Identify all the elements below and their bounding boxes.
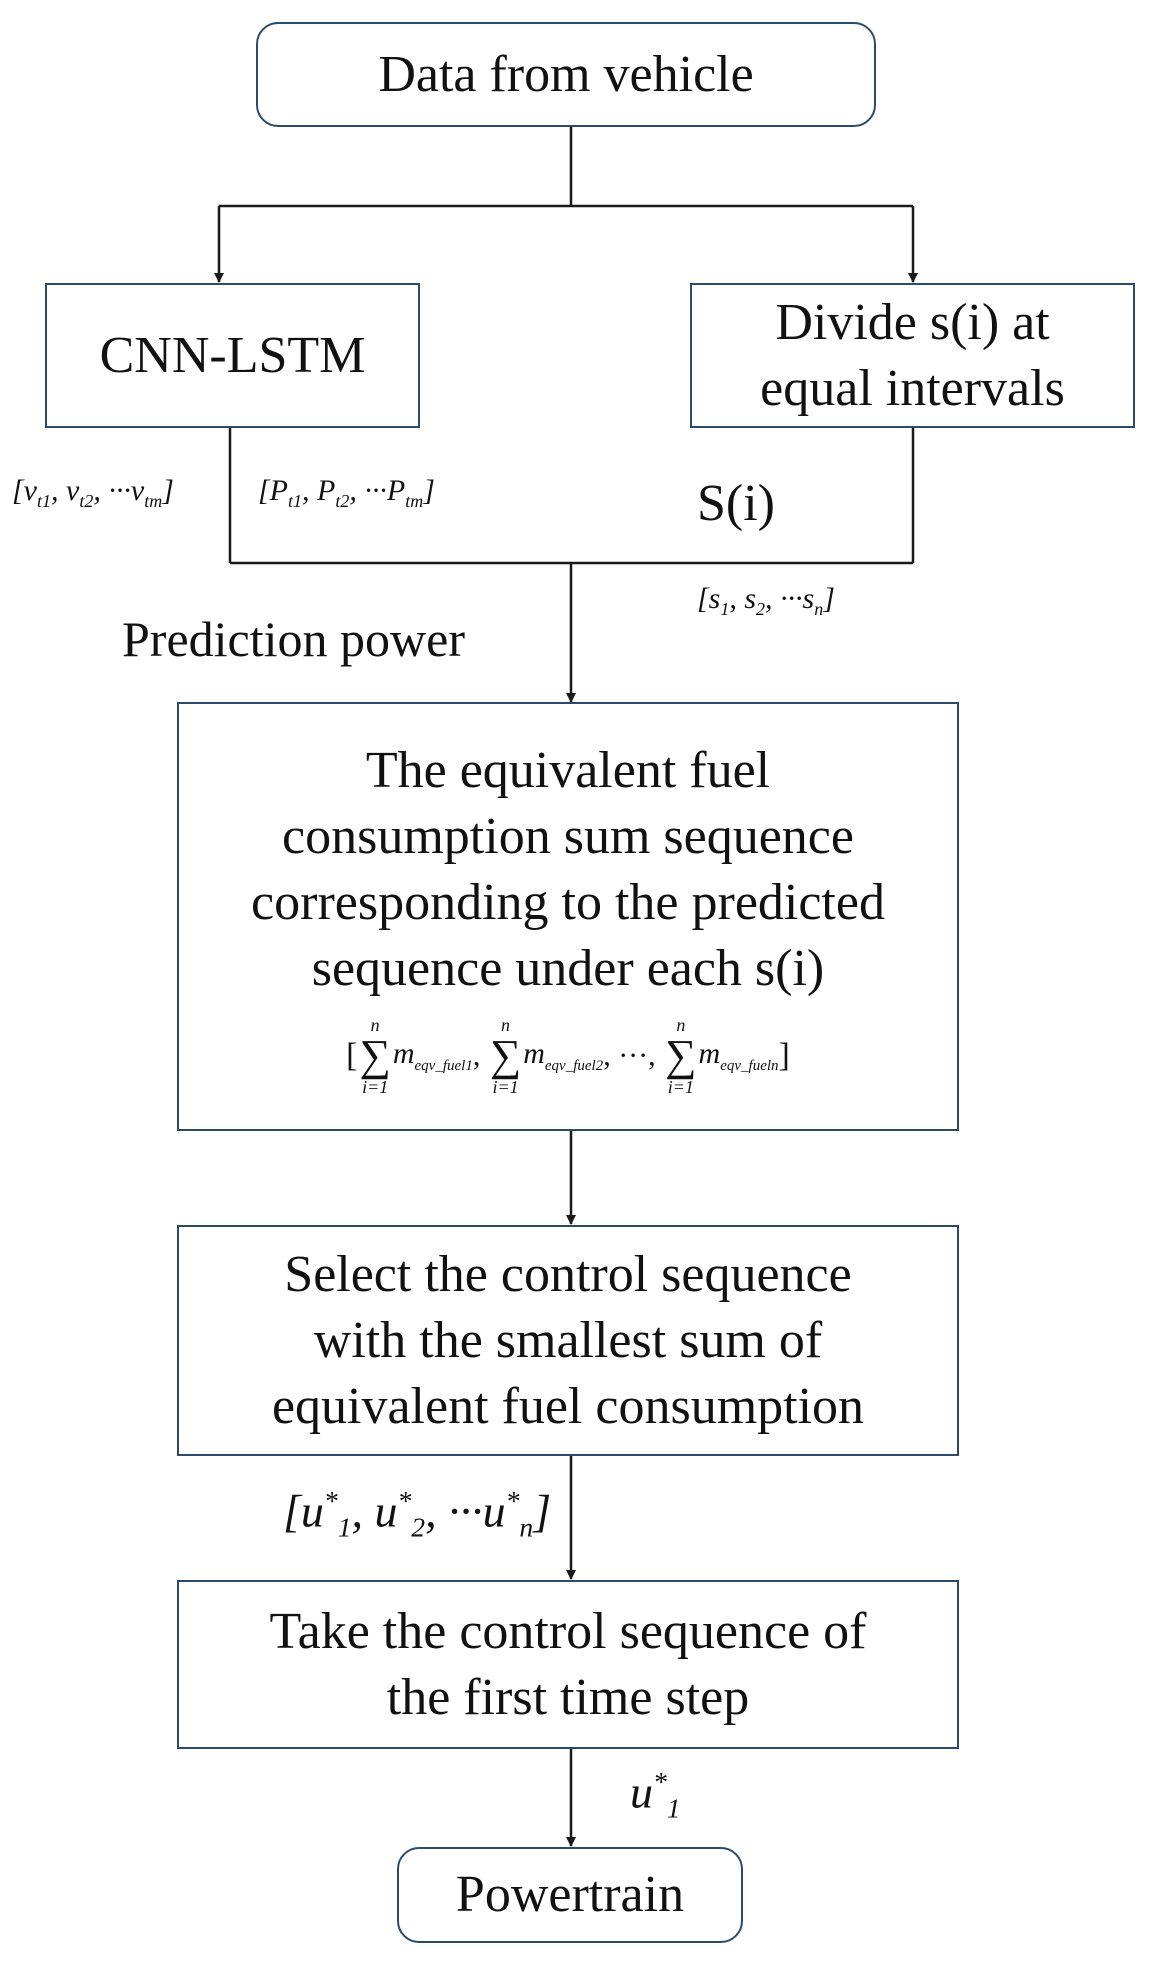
select-line1: Select the control sequence bbox=[284, 1245, 852, 1303]
fuel-sum-sequence-formula: [ n∑i=1 meqv_fuel1, n∑i=1 meqv_fuel2, ··… bbox=[346, 1014, 790, 1097]
divide-label-line2: equal intervals bbox=[760, 359, 1065, 417]
select-line2: with the smallest sum of bbox=[313, 1311, 823, 1369]
select-line3: equivalent fuel consumption bbox=[271, 1377, 865, 1435]
equivalent-line2: consumption sum sequence bbox=[282, 807, 854, 865]
u1-label: u*1 bbox=[630, 1766, 681, 1824]
prediction-power-label: Prediction power bbox=[122, 611, 465, 667]
cnn-lstm-label: CNN-LSTM bbox=[99, 326, 366, 384]
divide-label-line1: Divide s(i) at bbox=[775, 293, 1050, 351]
select-control-box: Select the control sequence with the sma… bbox=[177, 1225, 959, 1456]
velocity-sequence-label: [vt1, vt2, ···vtm] bbox=[12, 474, 174, 511]
cnn-lstm-box: CNN-LSTM bbox=[45, 283, 420, 428]
powertrain-box: Powertrain bbox=[397, 1847, 743, 1943]
s-label: S(i) bbox=[697, 475, 775, 532]
take-control-box: Take the control sequence of the first t… bbox=[177, 1580, 959, 1749]
data-from-vehicle-label: Data from vehicle bbox=[378, 45, 754, 103]
equivalent-line1: The equivalent fuel bbox=[365, 741, 771, 799]
s-sequence-label: [s1, s2, ···sn] bbox=[697, 582, 835, 619]
powertrain-label: Powertrain bbox=[455, 1866, 685, 1923]
data-from-vehicle-box: Data from vehicle bbox=[256, 22, 876, 127]
u-sequence-label: [u*1, u*2, ···u*n] bbox=[283, 1485, 552, 1543]
equivalent-line3: corresponding to the predicted bbox=[251, 873, 885, 931]
take-line1: Take the control sequence of bbox=[269, 1602, 867, 1660]
equivalent-line4: sequence under each s(i) bbox=[311, 939, 825, 997]
divide-box: Divide s(i) at equal intervals bbox=[690, 283, 1135, 428]
equivalent-fuel-box: The equivalent fuel consumption sum sequ… bbox=[177, 702, 959, 1131]
take-line2: the first time step bbox=[386, 1668, 750, 1726]
power-sequence-label: [Pt1, Pt2, ···Ptm] bbox=[258, 474, 435, 511]
